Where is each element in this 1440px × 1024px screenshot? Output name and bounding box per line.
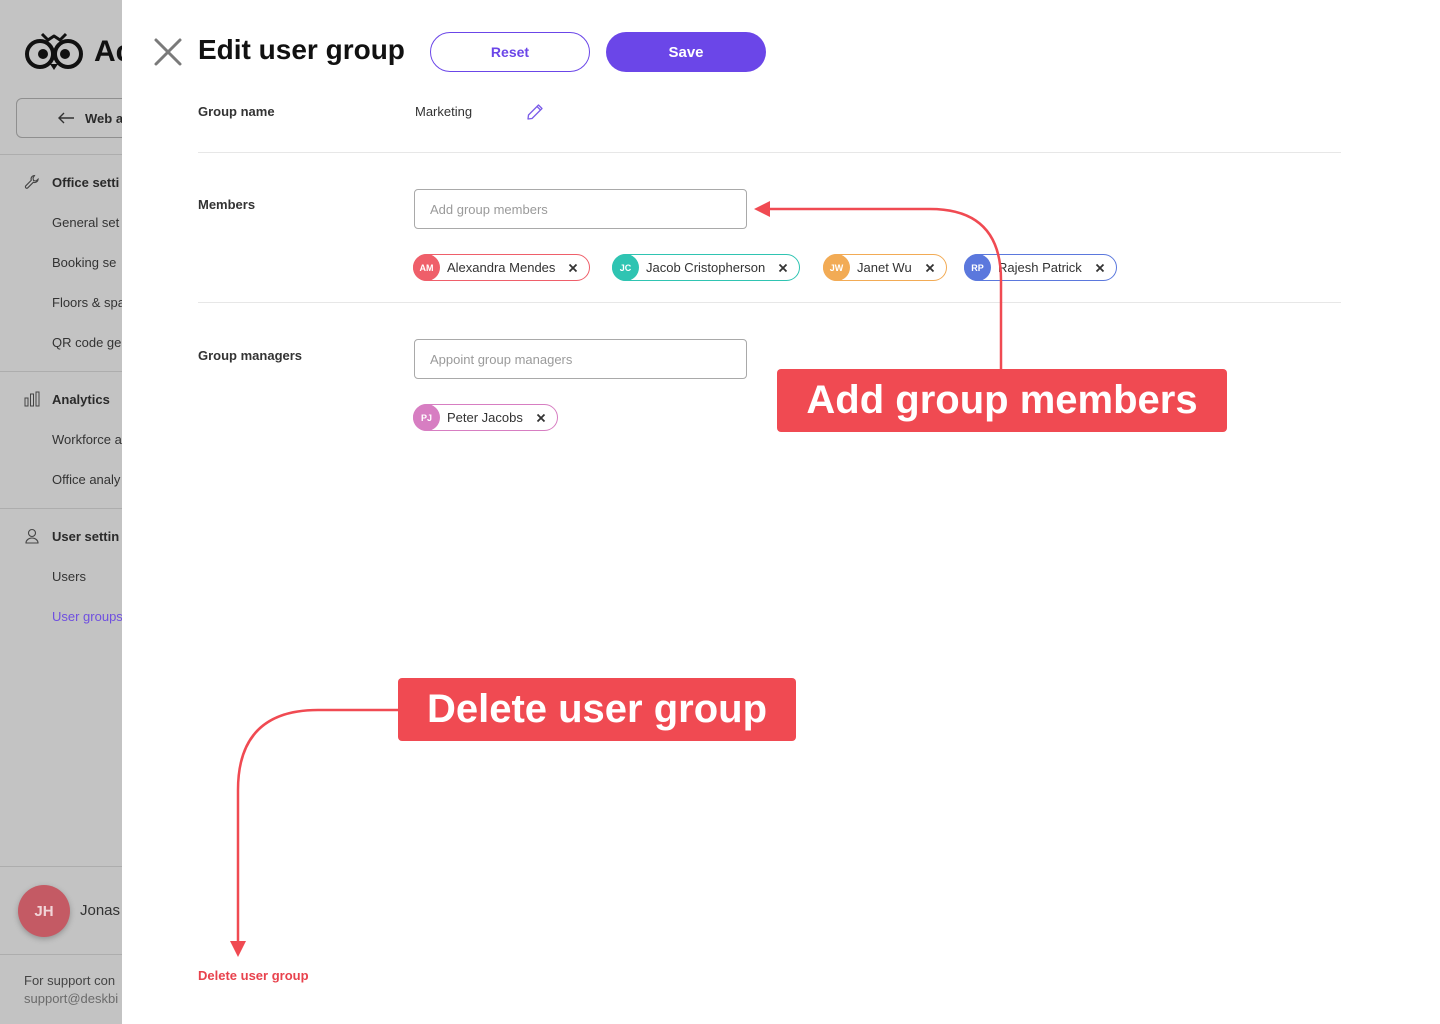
section-user-settings[interactable]: User settin bbox=[24, 528, 119, 544]
member-chip: AM Alexandra Mendes bbox=[413, 254, 591, 281]
save-button[interactable]: Save bbox=[606, 32, 766, 72]
manager-chip: PJ Peter Jacobs bbox=[413, 404, 558, 431]
member-chip: JC Jacob Cristopherson bbox=[612, 254, 801, 281]
remove-icon[interactable] bbox=[922, 260, 938, 276]
sidebar-item-qr-codes[interactable]: QR code ge bbox=[52, 335, 122, 350]
section-label: User settin bbox=[52, 528, 120, 544]
add-members-input[interactable] bbox=[414, 189, 747, 229]
avatar: JC bbox=[612, 254, 639, 281]
sidebar-item-general-settings[interactable]: General set bbox=[52, 215, 120, 230]
support-text: For support con bbox=[24, 973, 116, 988]
divider bbox=[0, 154, 122, 155]
sidebar-item-workforce-analytics[interactable]: Workforce a bbox=[52, 432, 122, 447]
back-button-label: Web a bbox=[85, 110, 122, 126]
sidebar-item-users[interactable]: Users bbox=[52, 569, 86, 584]
arrow-left-icon bbox=[58, 112, 74, 124]
member-name: Janet Wu bbox=[857, 260, 912, 275]
sidebar-item-booking-settings[interactable]: Booking se bbox=[52, 255, 117, 270]
sidebar: Ac Web a Office setti General set Bookin… bbox=[0, 0, 122, 1024]
support-info: For support con support@deskbi bbox=[24, 972, 118, 1008]
remove-icon[interactable] bbox=[533, 410, 549, 426]
avatar: RP bbox=[964, 254, 991, 281]
avatar: AM bbox=[413, 254, 440, 281]
avatar: JW bbox=[823, 254, 850, 281]
divider bbox=[0, 866, 122, 867]
section-divider bbox=[198, 302, 1341, 303]
member-chip: JW Janet Wu bbox=[823, 254, 947, 281]
group-name-value: Marketing bbox=[415, 104, 473, 119]
group-name-label: Group name bbox=[198, 104, 275, 119]
support-email-link[interactable]: support@deskbi bbox=[24, 991, 119, 1006]
pencil-icon[interactable] bbox=[526, 103, 544, 121]
members-label: Members bbox=[198, 197, 256, 212]
avatar: PJ bbox=[413, 404, 440, 431]
divider bbox=[0, 508, 122, 509]
section-label: Analytics bbox=[52, 391, 110, 407]
bar-chart-icon bbox=[24, 391, 40, 407]
owl-logo-icon bbox=[25, 32, 83, 70]
remove-icon[interactable] bbox=[565, 260, 581, 276]
remove-icon[interactable] bbox=[1092, 260, 1108, 276]
wrench-icon bbox=[24, 174, 39, 189]
user-icon bbox=[25, 528, 39, 544]
reset-button[interactable]: Reset bbox=[430, 32, 590, 72]
close-icon[interactable] bbox=[152, 36, 184, 68]
member-chip: RP Rajesh Patrick bbox=[964, 254, 1117, 281]
annotation-arrowhead-members bbox=[754, 201, 770, 217]
user-name[interactable]: Jonas bbox=[80, 902, 121, 919]
annotation-arrow-delete bbox=[236, 708, 398, 942]
section-analytics[interactable]: Analytics bbox=[24, 391, 110, 407]
annotation-arrow-members bbox=[768, 207, 1003, 369]
app-logo[interactable]: Ac bbox=[24, 30, 122, 74]
avatar[interactable]: JH bbox=[18, 885, 70, 937]
sidebar-item-user-groups[interactable]: User groups bbox=[52, 609, 122, 624]
divider bbox=[0, 954, 122, 955]
section-divider bbox=[198, 152, 1341, 153]
member-name: Rajesh Patrick bbox=[998, 260, 1082, 275]
divider bbox=[0, 371, 122, 372]
annotation-add-members: Add group members bbox=[777, 369, 1227, 432]
member-name: Alexandra Mendes bbox=[447, 260, 556, 275]
section-office-settings[interactable]: Office setti bbox=[24, 174, 119, 190]
section-label: Office setti bbox=[52, 174, 120, 190]
member-name: Jacob Cristopherson bbox=[646, 260, 766, 275]
page-title: Edit user group bbox=[198, 34, 405, 65]
manager-name: Peter Jacobs bbox=[447, 410, 523, 425]
appoint-managers-input[interactable] bbox=[414, 339, 747, 379]
annotation-arrowhead-delete bbox=[230, 941, 246, 957]
remove-icon[interactable] bbox=[775, 260, 791, 276]
sidebar-item-office-analytics[interactable]: Office analy bbox=[52, 472, 121, 487]
back-to-web-app-button[interactable]: Web a bbox=[16, 98, 122, 138]
delete-user-group-button[interactable]: Delete user group bbox=[198, 968, 309, 983]
group-managers-label: Group managers bbox=[198, 348, 303, 363]
brand-name: Ac bbox=[94, 35, 122, 68]
annotation-delete-group: Delete user group bbox=[398, 678, 796, 741]
sidebar-item-floors-spaces[interactable]: Floors & spa bbox=[52, 295, 122, 310]
